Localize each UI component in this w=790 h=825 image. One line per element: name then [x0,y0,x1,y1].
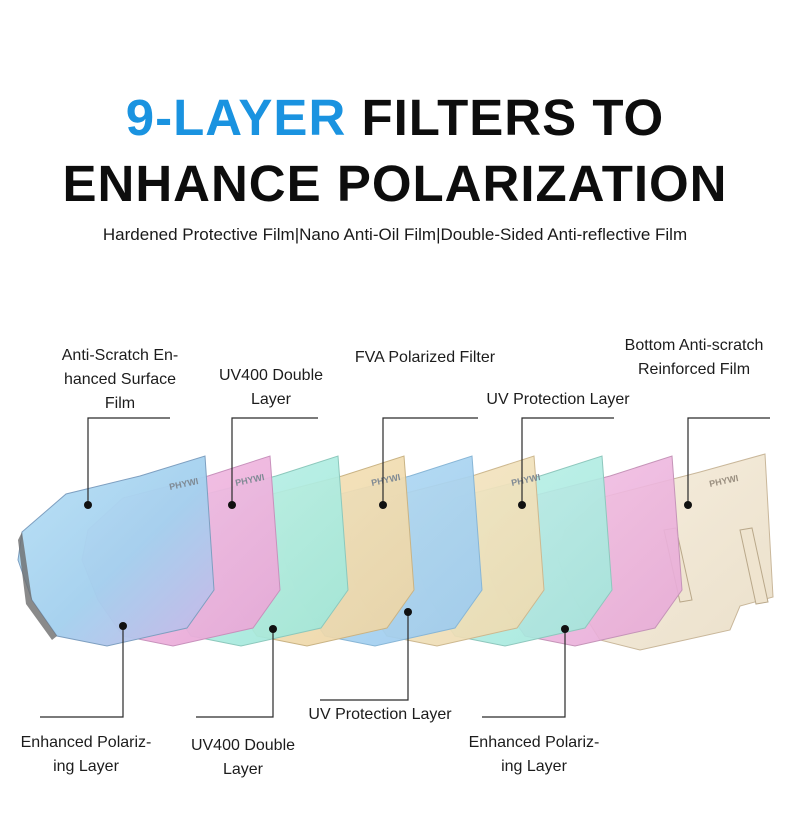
leader-dot [269,625,277,633]
leader-line-uv-protection-bottom [320,612,409,701]
label-uv-protection-bottom: UV Protection Layer [282,703,478,727]
leader-line-bottom-anti-scratch [687,417,770,505]
headline-line-1: 9-LAYER FILTERS TO [0,92,790,143]
label-line: UV400 Double [190,737,296,754]
label-uv400-bottom: UV400 Double Layer [168,734,318,782]
label-line: FVA Polarized Filter [354,349,496,366]
label-line: Layer [222,761,264,778]
leader-line-anti-scratch [87,417,170,505]
leader-dot [561,625,569,633]
lens-layer-1 [17,455,215,647]
headline-rest: FILTERS TO [346,89,665,146]
label-line: Enhanced Polariz- [20,734,152,751]
leader-dot [684,501,692,509]
leader-dot [518,501,526,509]
leader-line-enhanced-right [482,629,566,718]
label-line: ing Layer [501,758,567,775]
leader-dot [84,501,92,509]
leader-line-uv400-bottom [196,629,274,718]
leader-dot [379,501,387,509]
subtitle: Hardened Protective Film|Nano Anti-Oil F… [102,225,688,244]
label-line: Anti-Scratch En- [61,347,179,364]
label-line: Bottom Anti-scratch [624,337,764,354]
leader-dots [84,501,692,633]
label-line: Film [104,395,136,412]
label-line: UV400 Double [218,367,324,384]
leader-line-uv400-top [231,417,318,505]
leader-dot [228,501,236,509]
label-fva-polarized: FVA Polarized Filter [330,346,520,370]
label-line: Enhanced Polariz- [468,734,600,751]
label-enhanced-polarizing-right: Enhanced Polariz- ing Layer [450,731,618,779]
label-bottom-anti-scratch: Bottom Anti-scratch Reinforced Film [604,334,784,382]
leader-line-enhanced-left [40,626,124,718]
leader-line-fva [382,417,478,505]
leader-lines [40,417,770,718]
label-line: UV Protection Layer [486,391,630,408]
label-uv-protection-top: UV Protection Layer [460,388,656,412]
label-line: ing Layer [53,758,119,775]
label-enhanced-polarizing-left: Enhanced Polariz- ing Layer [2,731,170,779]
label-anti-scratch-surface: Anti-Scratch En- hanced Surface Film [40,344,200,416]
leader-dot [404,608,412,616]
leader-line-uv-protection-top [521,417,614,505]
label-line: UV Protection Layer [308,706,452,723]
leader-dot [119,622,127,630]
headline-line-2: ENHANCE POLARIZATION [62,155,728,212]
label-uv400-top: UV400 Double Layer [196,364,346,412]
label-line: Layer [250,391,292,408]
headline-accent: 9-LAYER [125,89,347,146]
label-line: hanced Surface [63,371,177,388]
label-line: Reinforced Film [637,361,751,378]
